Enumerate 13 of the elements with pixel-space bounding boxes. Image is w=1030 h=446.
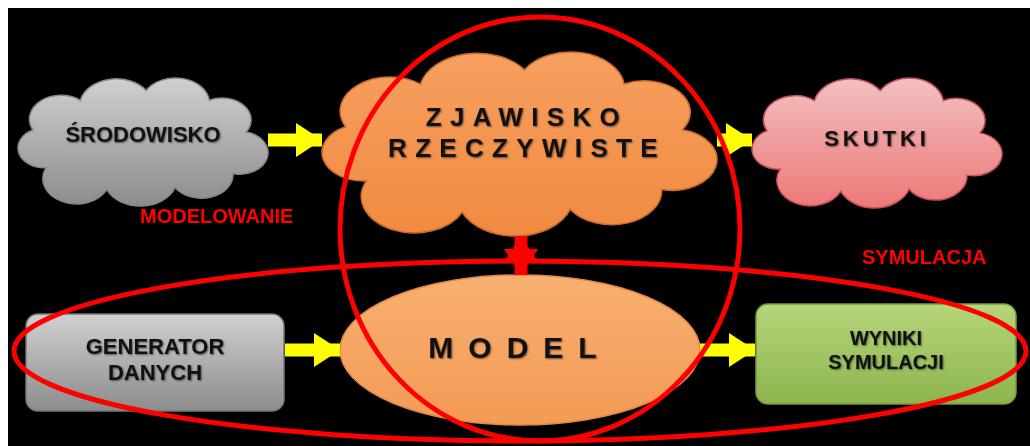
arrow bbox=[268, 123, 322, 157]
node-label: GENERATOR DANYCH bbox=[84, 334, 226, 387]
node-label: SKUTKI bbox=[823, 126, 931, 153]
node-label: ZJAWISKO RZECZYWISTE bbox=[387, 102, 667, 165]
arrow bbox=[700, 333, 755, 367]
node-label: ŚRODOWISKO bbox=[64, 122, 222, 149]
arrow bbox=[285, 333, 340, 367]
node-label: WYNIKI SYMULACJI bbox=[827, 326, 945, 374]
arrow bbox=[717, 123, 752, 157]
arrow bbox=[504, 236, 538, 275]
region-label: MODELOWANIE bbox=[140, 204, 294, 228]
node-label: MODEL bbox=[427, 330, 613, 366]
region-label: SYMULACJA bbox=[862, 245, 987, 269]
